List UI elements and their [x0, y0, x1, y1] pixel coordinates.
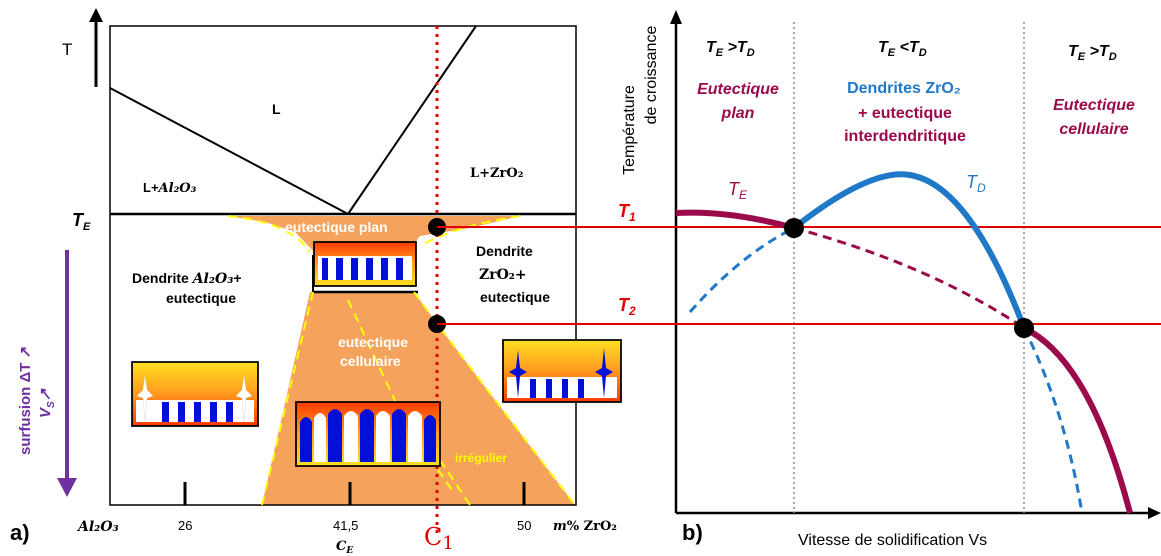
region-dendrite-zirconia-1: Dendrite [476, 243, 533, 259]
region-liquid: L [272, 101, 281, 117]
zone1-desc-2: plan [721, 105, 755, 122]
b-x-axis-arrowhead [1148, 507, 1161, 519]
yellow-dashed-boundaries [227, 215, 576, 506]
region-dendrite-zirconia-2: ZrO₂+ [479, 267, 527, 283]
zone2-desc-2: + eutectique [858, 105, 952, 122]
x-label-zirconia: m% ZrO₂ [553, 519, 617, 534]
liquidus-right [347, 25, 477, 215]
zone3-desc-1: Eutectique [1053, 97, 1135, 114]
x-label-26: 26 [178, 518, 192, 533]
zone1-condition: TE >TD [706, 39, 755, 59]
velocity-label: VS↗ [37, 388, 57, 418]
region-l-zirconia: L+ZrO₂ [470, 166, 523, 181]
region-dendrite-alumina-2: eutectique [166, 290, 236, 306]
region-dendrite-alumina-1: Dendrite Al₂O₃+ [132, 270, 242, 287]
undercooling-arrowhead [57, 478, 77, 497]
x-label-415: 41,5 [333, 518, 358, 533]
b-x-axis-label: Vitesse de solidification Vs [798, 532, 987, 549]
b-y-axis-label-1: Température [621, 85, 638, 175]
panel-a-phase-diagram: T surfusion ΔT ↗ VS↗ TE L L+Al₂O₃ L+ZrO₂… [10, 8, 622, 556]
micro-eutectic-plane [313, 241, 417, 287]
td-curve-dashed-left [688, 226, 795, 313]
region-irregular: irrégulier [455, 451, 507, 465]
region-l-alumina: L+Al₂O₃ [143, 180, 197, 196]
zone2-desc-1: Dendrites ZrO₂ [847, 80, 961, 97]
zone2-desc-3: interdendritique [844, 128, 966, 145]
zone1-desc-1: Eutectique [697, 81, 779, 98]
td-curve-solid [792, 171, 1027, 330]
zone3-desc-2: cellulaire [1059, 121, 1128, 138]
undercooling-label: surfusion ΔT ↗ [17, 346, 34, 455]
eutectic-plane-zone [228, 216, 520, 255]
t-axis-arrowhead [89, 8, 103, 22]
td-curve-dashed-right [1022, 327, 1084, 514]
zone3-condition: TE >TD [1068, 43, 1117, 63]
x-label-c1: C1 [424, 523, 454, 554]
te-curve-solid-right [1022, 325, 1133, 514]
phase-diagram-frame [109, 25, 577, 506]
micro-zirconia-dendrites [502, 339, 622, 403]
panel-a-label: a) [10, 520, 30, 545]
liquidus-left [109, 87, 349, 215]
x-label-50: 50 [517, 518, 531, 533]
micro-cellular [295, 401, 441, 467]
b-y-axis-label-2: de croissance [643, 26, 660, 125]
zone2-condition: TE <TD [878, 39, 927, 59]
region-eutectic-plane: eutectique plan [285, 219, 388, 235]
td-curve-label: TD [966, 172, 986, 195]
t1-label: T1 [618, 201, 636, 224]
panel-b-growth-temperature: T1 T2 TE TD Température de croissance Vi… [437, 10, 1161, 549]
te-curve-solid-left [675, 209, 795, 231]
t-axis-label: T [62, 40, 72, 59]
x-label-alumina: Al₂O₃ [76, 519, 119, 535]
intersection-t1 [784, 218, 804, 238]
micro-alumina-dendrites [131, 361, 259, 427]
region-dendrite-zirconia-3: eutectique [480, 289, 550, 305]
te-label: TE [72, 210, 91, 233]
b-y-axis-arrowhead [670, 10, 682, 24]
intersection-t2 [1014, 318, 1034, 338]
te-curve-dashed [793, 226, 1025, 330]
region-cellular-1: eutectique [338, 334, 408, 350]
x-ticks [183, 482, 526, 505]
panel-b-label: b) [682, 520, 703, 545]
te-curve-label: TE [728, 179, 748, 202]
x-label-ce: CE [336, 539, 353, 556]
region-cellular-2: cellulaire [340, 353, 401, 369]
t2-label: T2 [618, 295, 636, 318]
